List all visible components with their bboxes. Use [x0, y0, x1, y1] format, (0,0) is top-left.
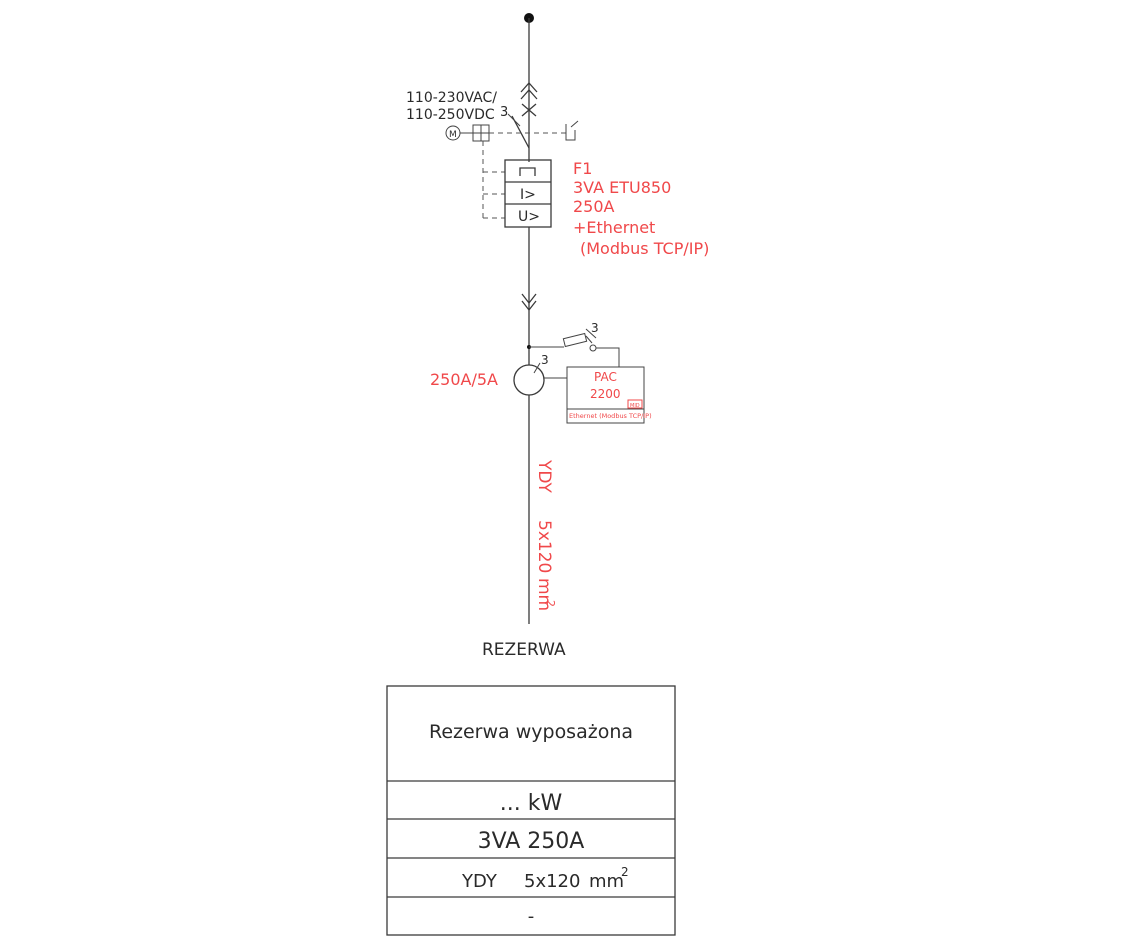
pac-meter: PAC 2200 MID Ethernet (Modbus TCP/IP)	[566, 366, 652, 424]
breaker-protocol: (Modbus TCP/IP)	[580, 239, 709, 258]
table-breaker-cell: 3VA 250A	[478, 829, 585, 854]
table-last-cell: -	[528, 906, 535, 927]
pole-count-label: 3	[500, 105, 508, 120]
breaker-designation: F1	[573, 159, 592, 178]
breaker-option: +Ethernet	[573, 218, 655, 237]
motor-operator: M	[445, 120, 579, 142]
main-busbar-line	[521, 227, 537, 624]
voltage-ac-label: 110-230VAC/	[406, 90, 497, 106]
overcurrent-release-label: I>	[520, 187, 536, 203]
cable-unit-vertical: mm	[534, 578, 554, 611]
breaker-rating: 250A	[573, 197, 615, 216]
meter-fuse: 3	[529, 321, 620, 367]
table-cable-sup: 2	[621, 865, 629, 879]
undervoltage-release-label: U>	[518, 209, 540, 225]
supply-node	[520, 13, 538, 162]
table-cable-size: 5x120	[524, 871, 580, 892]
voltage-dc-label: 110-250VDC	[406, 107, 495, 123]
table-cable-type: YDY	[461, 871, 498, 892]
ct-count-label: 3	[541, 353, 549, 367]
table-power-cell: ... kW	[500, 791, 563, 816]
supply-voltage-label: 110-230VAC/ 110-250VDC	[406, 90, 497, 123]
meter-model: 2200	[590, 387, 621, 401]
isolator-contact: 3	[500, 103, 537, 149]
trip-unit-links	[482, 141, 505, 219]
cable-label: YDY 5x120 mm 2	[534, 459, 557, 611]
cable-size-vertical: 5x120	[534, 520, 554, 573]
table-cable-cell: YDY 5x120 mm 2	[461, 865, 629, 892]
breaker-annotation: F1 3VA ETU850 250A +Ethernet (Modbus TCP…	[573, 159, 709, 258]
cable-sup-vertical: 2	[544, 600, 557, 607]
breaker-model: 3VA ETU850	[573, 178, 671, 197]
table-description-cell: Rezerwa wyposażona	[429, 721, 633, 743]
ct-ratio-label: 250A/5A	[430, 370, 498, 389]
table-cable-unit: mm	[589, 871, 624, 892]
feeder-label: REZERWA	[482, 640, 566, 660]
meter-mid-badge: MID	[630, 403, 640, 409]
meter-name: PAC	[594, 370, 617, 384]
feeder-table: Rezerwa wyposażona ... kW 3VA 250A YDY 5…	[386, 685, 676, 936]
current-transformer: 3 250A/5A	[430, 353, 567, 396]
motor-symbol: M	[449, 130, 457, 140]
fuse-count-label: 3	[591, 321, 599, 335]
breaker-trip-unit: I> U>	[504, 159, 552, 228]
meter-comm-label: Ethernet (Modbus TCP/IP)	[569, 412, 652, 420]
cable-type-vertical: YDY	[534, 459, 554, 494]
